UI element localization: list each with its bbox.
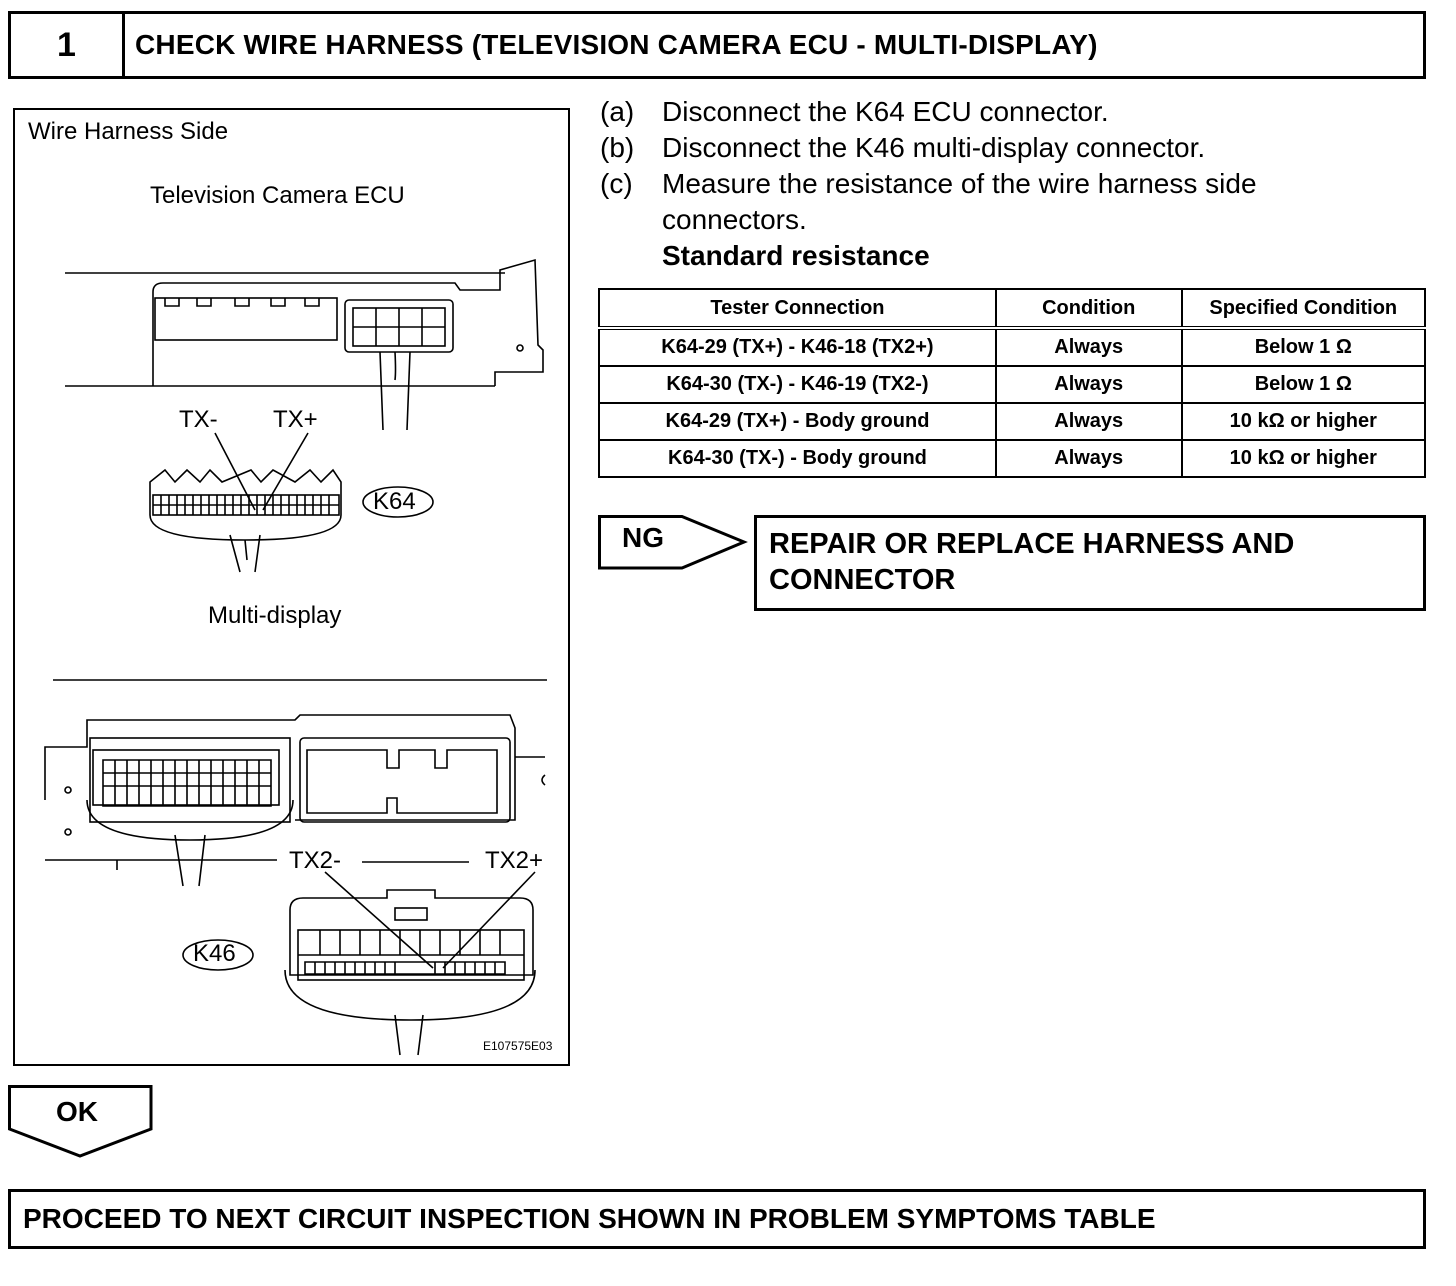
ng-action-line1: REPAIR OR REPLACE HARNESS AND bbox=[769, 528, 1295, 560]
ng-action-line2: CONNECTOR bbox=[769, 564, 956, 596]
ecu-label: Television Camera ECU bbox=[150, 182, 405, 209]
next-step-text: PROCEED TO NEXT CIRCUIT INSPECTION SHOWN… bbox=[23, 1203, 1156, 1234]
instruction-marker: (a) bbox=[600, 96, 635, 127]
standard-heading: Standard resistance bbox=[662, 240, 930, 271]
cell-condition: Always bbox=[994, 402, 1183, 441]
header-specified-condition: Specified Condition bbox=[1180, 288, 1427, 330]
header-condition: Condition bbox=[994, 288, 1183, 330]
resistance-table: Tester Connection Condition Specified Co… bbox=[598, 288, 1427, 478]
instruction-text: Disconnect the K64 ECU connector. bbox=[662, 96, 1109, 127]
table-header-row: Tester Connection Condition Specified Co… bbox=[598, 288, 1427, 330]
ng-label: NG bbox=[622, 522, 664, 553]
ng-arrow-tab bbox=[598, 515, 748, 570]
table-row: K64-29 (TX+) - Body ground Always 10 kΩ … bbox=[598, 402, 1427, 441]
wiring-figure: Wire Harness Side Television Camera ECU … bbox=[13, 108, 570, 1066]
k64-connector-drawing bbox=[149, 432, 434, 573]
k46-label: K46 bbox=[193, 940, 236, 967]
ecu-drawing bbox=[65, 258, 544, 431]
table-row: K64-30 (TX-) - K46-19 (TX2-) Always Belo… bbox=[598, 365, 1427, 404]
next-step-box: PROCEED TO NEXT CIRCUIT INSPECTION SHOWN… bbox=[8, 1189, 1426, 1249]
tx2-minus-label: TX2- bbox=[289, 847, 342, 874]
step-number: 1 bbox=[11, 14, 125, 76]
cell-connection: K64-30 (TX-) - Body ground bbox=[598, 439, 997, 478]
cell-specified: Below 1 Ω bbox=[1180, 365, 1427, 404]
figure-id: E107575E03 bbox=[483, 1039, 553, 1053]
table-row: K64-29 (TX+) - K46-18 (TX2+) Always Belo… bbox=[598, 327, 1427, 367]
ok-arrow-tab bbox=[8, 1085, 153, 1158]
tx2-plus-label: TX2+ bbox=[485, 847, 544, 874]
cell-specified: Below 1 Ω bbox=[1180, 327, 1427, 367]
instruction-text: Disconnect the K46 multi-display connect… bbox=[662, 132, 1206, 163]
step-header: 1 CHECK WIRE HARNESS (TELEVISION CAMERA … bbox=[8, 11, 1426, 79]
tx-plus-label: TX+ bbox=[273, 406, 318, 433]
cell-connection: K64-29 (TX+) - Body ground bbox=[598, 402, 997, 441]
cell-connection: K64-29 (TX+) - K46-18 (TX2+) bbox=[598, 327, 997, 367]
connector-diagram bbox=[44, 258, 547, 1056]
ng-action-box: REPAIR OR REPLACE HARNESS AND CONNECTOR bbox=[754, 515, 1426, 611]
multi-display-drawing bbox=[44, 679, 547, 887]
side-label: Wire Harness Side bbox=[28, 118, 229, 145]
k64-label: K64 bbox=[373, 488, 416, 515]
header-tester-connection: Tester Connection bbox=[598, 288, 997, 330]
cell-condition: Always bbox=[994, 365, 1183, 404]
step-title: CHECK WIRE HARNESS (TELEVISION CAMERA EC… bbox=[135, 29, 1098, 60]
instruction-marker: (c) bbox=[600, 168, 633, 199]
cell-specified: 10 kΩ or higher bbox=[1180, 402, 1427, 441]
instruction-text: connectors. bbox=[662, 204, 807, 235]
table-row: K64-30 (TX-) - Body ground Always 10 kΩ … bbox=[598, 439, 1427, 478]
cell-connection: K64-30 (TX-) - K46-19 (TX2-) bbox=[598, 365, 997, 404]
cell-condition: Always bbox=[994, 327, 1183, 367]
multi-display-label: Multi-display bbox=[208, 602, 342, 629]
tx-minus-label: TX- bbox=[179, 406, 218, 433]
cell-condition: Always bbox=[994, 439, 1183, 478]
instruction-marker: (b) bbox=[600, 132, 635, 163]
cell-specified: 10 kΩ or higher bbox=[1180, 439, 1427, 478]
instruction-text: Measure the resistance of the wire harne… bbox=[662, 168, 1257, 199]
ok-label: OK bbox=[56, 1096, 98, 1127]
k46-connector-drawing bbox=[182, 861, 536, 1056]
